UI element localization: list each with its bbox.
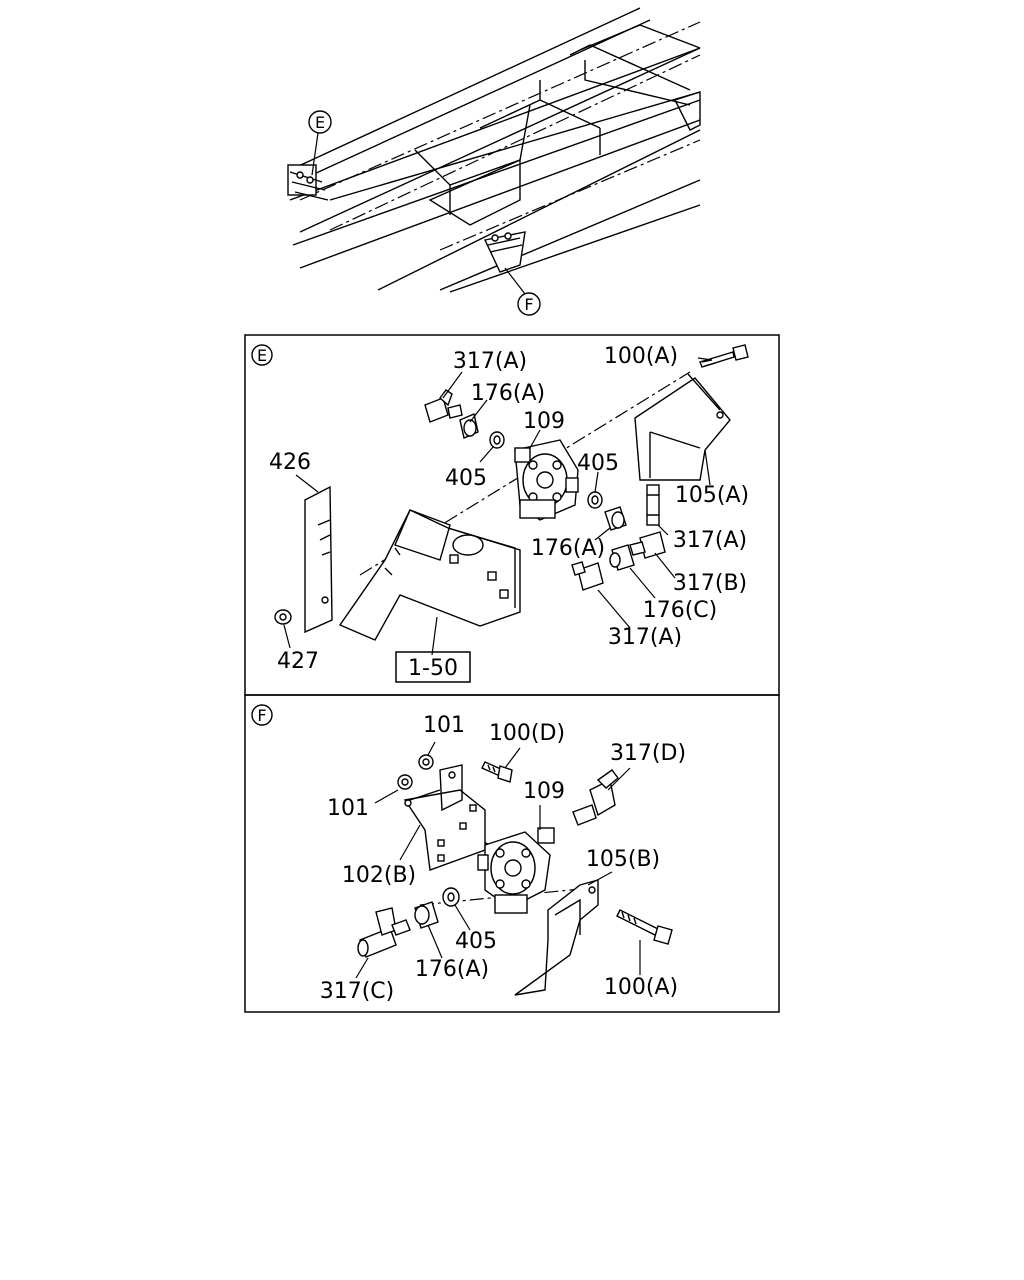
mounting-bracket-1-50	[338, 509, 521, 641]
label-317d: 317(D)	[610, 741, 686, 766]
bracket-105b	[514, 879, 599, 996]
bracket-102b	[403, 764, 486, 871]
bracket-e-overview	[287, 164, 329, 201]
panel-f-tag: F	[257, 706, 266, 725]
ref-box-1-50	[395, 651, 471, 683]
label-426: 426	[269, 450, 311, 475]
label-176a-top: 176(A)	[471, 381, 545, 406]
label-405-left: 405	[445, 466, 487, 491]
panel-f-tag-circle	[251, 704, 273, 726]
label-176a-f: 176(A)	[415, 957, 489, 982]
panel-f: F	[244, 694, 780, 1013]
label-100d: 100(D)	[489, 721, 565, 746]
panel-f-frame	[244, 694, 780, 1013]
label-317a-bottom: 317(A)	[608, 625, 682, 650]
label-317a-top: 317(A)	[453, 349, 527, 374]
fitting-317a-mid	[646, 484, 660, 526]
label-100a-f: 100(A)	[604, 975, 678, 1000]
label-317a-mid: 317(A)	[673, 528, 747, 553]
label-317b: 317(B)	[673, 571, 747, 596]
tee-fitting-317c	[357, 907, 411, 958]
valve-109	[514, 439, 579, 521]
panel-e: E	[244, 334, 780, 696]
label-101-left: 101	[327, 796, 369, 821]
label-ref-1-50: 1-50	[408, 656, 458, 681]
callout-e: E	[315, 113, 325, 132]
label-405-f: 405	[455, 929, 497, 954]
label-176a-mid: 176(A)	[531, 536, 605, 561]
nut-427	[274, 609, 292, 625]
label-317c: 317(C)	[320, 979, 395, 1004]
cover-105a	[634, 373, 731, 481]
label-109-f: 109	[523, 779, 565, 804]
callout-f-circle	[517, 292, 541, 316]
label-101-top: 101	[423, 713, 465, 738]
chassis-overview: E F	[287, 7, 701, 316]
label-102b: 102(B)	[342, 863, 416, 888]
fitting-176c	[609, 544, 635, 571]
callout-e-circle	[308, 110, 332, 134]
fitting-176a-f	[414, 901, 439, 929]
elbow-fitting-317d	[572, 769, 619, 826]
label-427: 427	[277, 649, 319, 674]
fitting-176a-top	[459, 413, 479, 439]
label-405-right: 405	[577, 451, 619, 476]
bolt-100a-f	[616, 909, 673, 945]
tee-fitting-317b	[629, 531, 666, 559]
fitting-176a-mid	[604, 506, 627, 531]
panel-e-tag-circle	[251, 344, 273, 366]
label-100a-e: 100(A)	[604, 344, 678, 369]
label-109-e: 109	[523, 409, 565, 434]
bolt-100a-e	[699, 344, 749, 368]
panel-e-tag: E	[257, 346, 267, 365]
label-176c: 176(C)	[643, 598, 718, 623]
bracket-426	[304, 485, 333, 634]
valve-109-f	[477, 827, 555, 914]
elbow-fitting-317a-top	[424, 389, 463, 423]
callout-f: F	[524, 295, 533, 314]
bolt-100d	[481, 761, 513, 783]
bracket-f-overview	[483, 231, 526, 273]
label-105a: 105(A)	[675, 483, 749, 508]
label-105b: 105(B)	[586, 847, 660, 872]
elbow-fitting-317a-bottom	[571, 561, 604, 591]
